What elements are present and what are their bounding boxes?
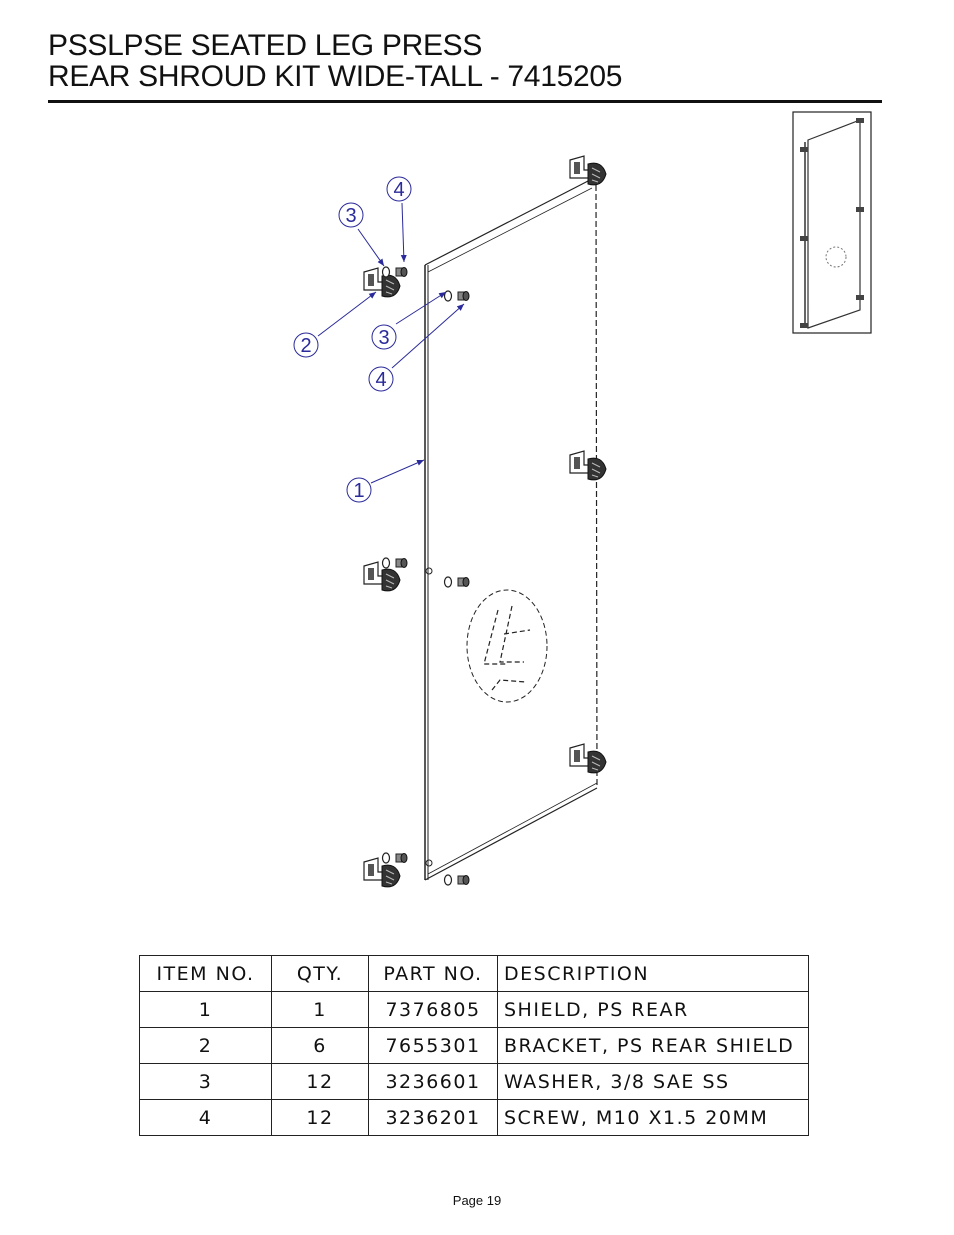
title-line-2: REAR SHROUD KIT WIDE-TALL - 7415205 bbox=[48, 60, 623, 93]
bracket-top-right bbox=[569, 155, 607, 186]
cell-part: 3236601 bbox=[368, 1063, 498, 1100]
page-number: Page 19 bbox=[452, 1193, 502, 1208]
bracket-bottom-left bbox=[363, 857, 401, 888]
cell-item: 4 bbox=[139, 1099, 272, 1136]
washer-screw-1 bbox=[381, 266, 408, 278]
bracket-mid-left bbox=[363, 561, 401, 592]
title-underline bbox=[48, 100, 882, 103]
cell-desc: WASHER, 3/8 SAE SS bbox=[497, 1063, 809, 1100]
cell-qty: 6 bbox=[271, 1027, 369, 1064]
shield-panel bbox=[424, 179, 598, 881]
cell-desc: BRACKET, PS REAR SHIELD bbox=[497, 1027, 809, 1064]
svg-text:4: 4 bbox=[393, 179, 404, 201]
callout-4-top: 4 bbox=[386, 176, 412, 202]
callout-4-bottom: 4 bbox=[368, 366, 394, 392]
cell-part: 7376805 bbox=[368, 991, 498, 1028]
table-row: 2 6 7655301 BRACKET, PS REAR SHIELD bbox=[139, 1027, 809, 1064]
cell-desc: SCREW, M10 X1.5 20MM bbox=[497, 1099, 809, 1136]
cell-desc: SHIELD, PS REAR bbox=[497, 991, 809, 1028]
svg-text:3: 3 bbox=[345, 205, 356, 227]
svg-text:3: 3 bbox=[378, 327, 389, 349]
parts-table: ITEM NO. QTY. PART NO. DESCRIPTION 1 1 7… bbox=[139, 955, 809, 1136]
header-part-no: PART NO. bbox=[368, 955, 498, 992]
title-line-1: PSSLPSE SEATED LEG PRESS bbox=[48, 29, 483, 62]
header-description: DESCRIPTION bbox=[497, 955, 809, 992]
cell-part: 3236201 bbox=[368, 1099, 498, 1136]
cell-item: 3 bbox=[139, 1063, 272, 1100]
callout-1: 1 bbox=[346, 477, 372, 503]
washer-screw-6 bbox=[443, 874, 470, 886]
header-qty: QTY. bbox=[271, 955, 369, 992]
inset-thumbnail bbox=[792, 111, 872, 334]
cell-qty: 12 bbox=[271, 1063, 369, 1100]
cell-qty: 1 bbox=[271, 991, 369, 1028]
callout-2: 2 bbox=[293, 332, 319, 358]
washer-screw-3 bbox=[381, 557, 408, 569]
exploded-assembly-drawing: 4 3 2 3 4 1 bbox=[293, 111, 872, 888]
cell-item: 2 bbox=[139, 1027, 272, 1064]
svg-text:1: 1 bbox=[353, 480, 364, 502]
cell-qty: 12 bbox=[271, 1099, 369, 1136]
table-row: 1 1 7376805 SHIELD, PS REAR bbox=[139, 991, 809, 1028]
table-row: 4 12 3236201 SCREW, M10 X1.5 20MM bbox=[139, 1099, 809, 1136]
svg-text:4: 4 bbox=[375, 369, 386, 391]
callout-3-top: 3 bbox=[338, 202, 364, 228]
header-item-no: ITEM NO. bbox=[139, 955, 272, 992]
table-header-row: ITEM NO. QTY. PART NO. DESCRIPTION bbox=[139, 955, 809, 992]
cell-part: 7655301 bbox=[368, 1027, 498, 1064]
page-title: PSSLPSE SEATED LEG PRESS REAR SHROUD KIT… bbox=[48, 30, 622, 92]
svg-text:2: 2 bbox=[300, 335, 311, 357]
washer-screw-5 bbox=[381, 852, 408, 864]
callout-3-bottom: 3 bbox=[371, 324, 397, 350]
table-row: 3 12 3236601 WASHER, 3/8 SAE SS bbox=[139, 1063, 809, 1100]
cell-item: 1 bbox=[139, 991, 272, 1028]
